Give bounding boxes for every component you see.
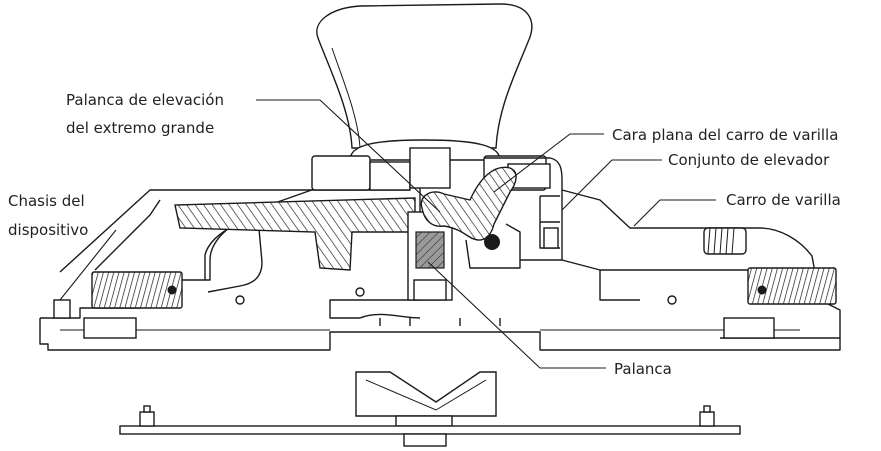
leader-rod-carriage-flat <box>493 133 604 193</box>
label-chassis-line1: Chasis del <box>8 192 85 210</box>
pivot-pin <box>484 234 500 250</box>
leader-lifter-assembly <box>561 159 662 211</box>
bottom-plate <box>119 425 741 435</box>
label-big-end-lever-line1: Palanca de elevación <box>66 91 224 109</box>
lever-part <box>415 231 445 269</box>
left-knurled-screw <box>91 271 183 309</box>
right-knurled-screw <box>747 267 837 305</box>
v-block <box>355 371 497 417</box>
label-big-end-lever-line2: del extremo grande <box>66 119 215 137</box>
label-rod-carriage: Carro de varilla <box>726 191 841 209</box>
label-rod-carriage-flat: Cara plana del carro de varilla <box>612 126 839 144</box>
leader-big-end-lever <box>256 99 441 213</box>
handle <box>316 3 533 149</box>
label-lever: Palanca <box>614 360 672 378</box>
leader-lever <box>427 261 606 369</box>
label-lifter-assembly: Conjunto de elevador <box>668 151 830 169</box>
lifter-arm-hatched <box>174 197 416 271</box>
baseplate <box>39 318 841 351</box>
rod-carriage <box>561 189 841 339</box>
lifter-assembly <box>484 157 563 261</box>
label-chassis-line2: dispositivo <box>8 221 89 239</box>
leader-chassis <box>59 229 117 301</box>
big-end-lift-lever <box>420 166 517 241</box>
leader-rod-carriage <box>633 199 716 227</box>
